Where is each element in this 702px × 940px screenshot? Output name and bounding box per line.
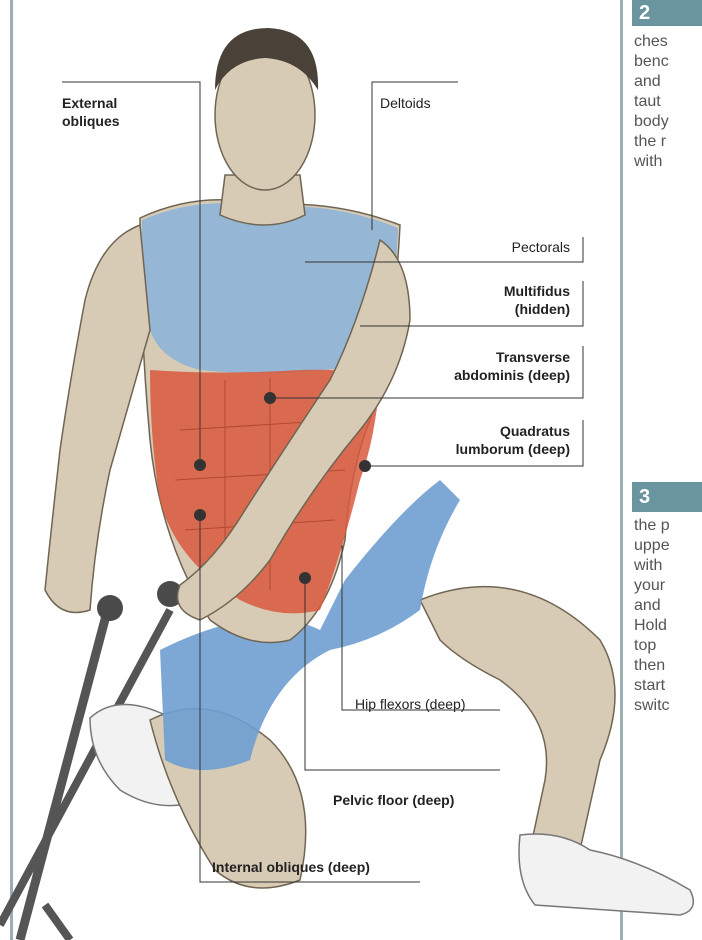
pectorals-label: Pectorals	[420, 238, 570, 256]
step-2-text: ches benc and taut body the r with	[634, 32, 702, 172]
step-3-text: the p uppe with your and Hold top then s…	[634, 516, 702, 716]
step-3-line: your	[634, 576, 702, 596]
step-2-line: body	[634, 112, 702, 132]
internal-obliques-label: Internal obliques (deep)	[212, 858, 370, 876]
step-2-line: ches	[634, 32, 702, 52]
transverse-abdominis-label: Transverse abdominis (deep)	[390, 348, 570, 384]
multifidus-line-1: Multifidus	[420, 282, 570, 300]
step-2-line: benc	[634, 52, 702, 72]
multifidus-label: Multifidus (hidden)	[420, 282, 570, 318]
step-3-line: switc	[634, 696, 702, 716]
step-3-line: uppe	[634, 536, 702, 556]
step-2-line: taut	[634, 92, 702, 112]
front-leg	[420, 587, 615, 860]
cable-left	[20, 608, 108, 940]
front-shoe	[519, 834, 693, 915]
step-3-line: top	[634, 636, 702, 656]
cable-branch	[45, 905, 70, 940]
step-3-line: Hold	[634, 616, 702, 636]
step-2-badge: 2	[632, 0, 702, 26]
step-2-line: the r	[634, 132, 702, 152]
step-2-line: with	[634, 152, 702, 172]
handle-left	[97, 595, 123, 621]
external-obliques-label: External obliques	[62, 94, 120, 130]
external-obliques-line-1: External	[62, 94, 120, 112]
step-3-line: then	[634, 656, 702, 676]
quadratus-lumborum-line-2: lumborum (deep)	[390, 440, 570, 458]
pelvic-floor-label: Pelvic floor (deep)	[333, 791, 454, 809]
transverse-abdominis-line-2: abdominis (deep)	[390, 366, 570, 384]
step-2-line: and	[634, 72, 702, 92]
multifidus-line-2: (hidden)	[420, 300, 570, 318]
left-arm	[45, 225, 150, 613]
quadratus-lumborum-line-1: Quadratus	[390, 422, 570, 440]
step-3-line: start	[634, 676, 702, 696]
deltoids-label: Deltoids	[380, 94, 431, 112]
transverse-abdominis-line-1: Transverse	[390, 348, 570, 366]
step-3-line: with	[634, 556, 702, 576]
step-3-line: and	[634, 596, 702, 616]
quadratus-lumborum-label: Quadratus lumborum (deep)	[390, 422, 570, 458]
step-3-line: the p	[634, 516, 702, 536]
step-3-badge: 3	[632, 482, 702, 512]
external-obliques-line-2: obliques	[62, 112, 120, 130]
hip-flexors-label: Hip flexors (deep)	[355, 695, 466, 713]
